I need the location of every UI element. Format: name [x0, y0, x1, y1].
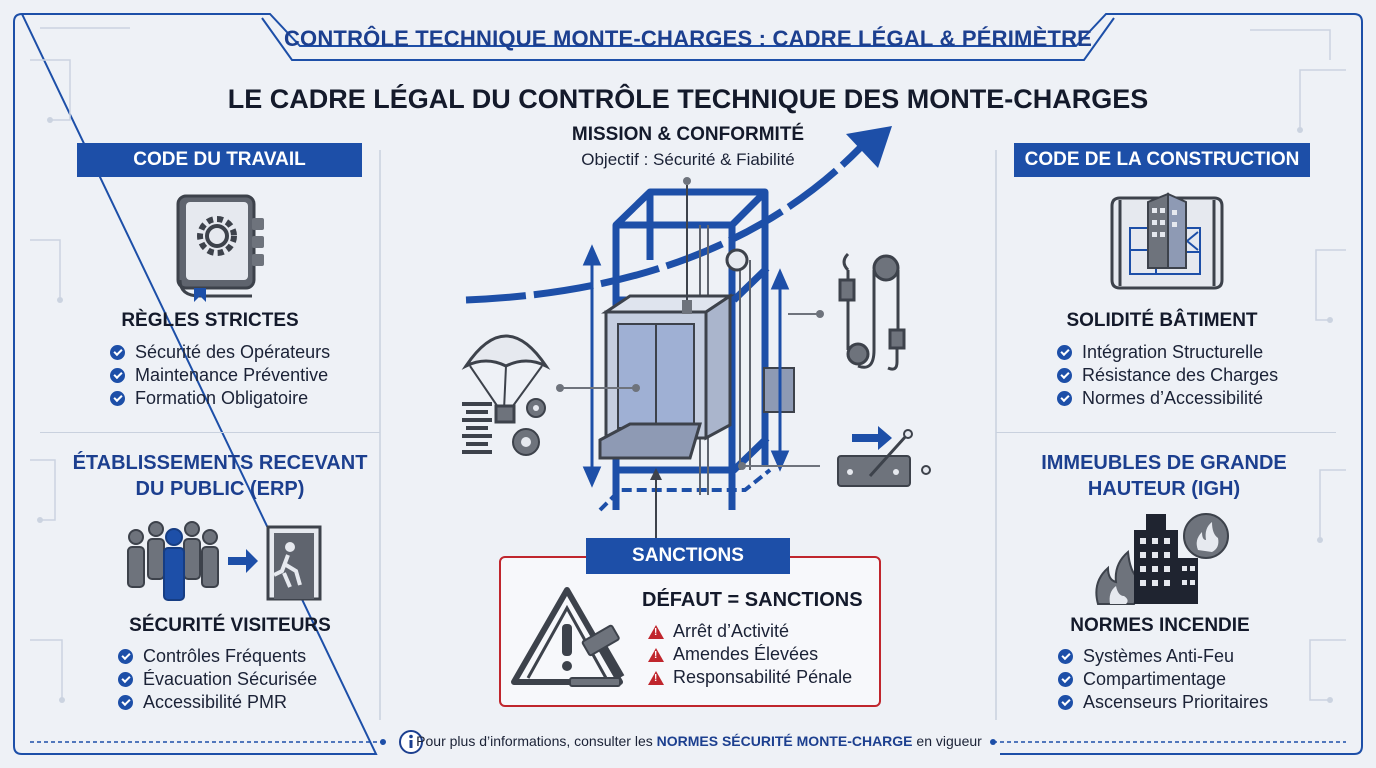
- erp-title: ÉTABLISSEMENTS RECEVANT DU PUBLIC (ERP): [72, 452, 368, 500]
- footer-note: Pour plus d’informations, consulter les …: [416, 733, 982, 749]
- warning-icon: [648, 670, 664, 685]
- code-construction-list: Intégration Structurelle Résistance des …: [1057, 341, 1278, 410]
- check-icon: [118, 649, 133, 664]
- list-item: Normes d’Accessibilité: [1057, 387, 1278, 410]
- list-item: Ascenseurs Prioritaires: [1058, 691, 1268, 714]
- list-item: Maintenance Préventive: [110, 364, 330, 387]
- list-item: Responsabilité Pénale: [648, 666, 852, 689]
- growth-arrow: [465, 145, 863, 304]
- info-icon: [399, 730, 423, 754]
- growth-arrow-head: [846, 126, 892, 168]
- warning-icon: [648, 624, 664, 639]
- check-icon: [118, 672, 133, 687]
- limit-switch-icon: [837, 426, 931, 487]
- mission-subtitle: Objectif : Sécurité & Fiabilité: [581, 150, 795, 169]
- code-travail-label: CODE DU TRAVAIL: [77, 143, 362, 177]
- list-item: Sécurité des Opérateurs: [110, 341, 330, 364]
- list-item: Évacuation Sécurisée: [118, 668, 317, 691]
- igh-heading: NORMES INCENDIE: [1070, 615, 1250, 636]
- mission-title: MISSION & CONFORMITÉ: [571, 124, 805, 145]
- check-icon: [110, 391, 125, 406]
- crowd-exit-icon: [127, 521, 322, 601]
- sanctions-list: Arrêt d’Activité Amendes Élevées Respons…: [648, 620, 852, 689]
- parachute-icon: [461, 334, 551, 424]
- building-blueprint-icon: [1110, 192, 1224, 290]
- list-item: Compartimentage: [1058, 668, 1268, 691]
- manual-gear-icon: [176, 194, 264, 302]
- gear-icon: [512, 398, 546, 456]
- code-construction-heading: SOLIDITÉ BÂTIMENT: [1066, 310, 1258, 331]
- list-item: Contrôles Fréquents: [118, 645, 317, 668]
- code-travail-list: Sécurité des Opérateurs Maintenance Prév…: [110, 341, 330, 410]
- list-item: Arrêt d’Activité: [648, 620, 852, 643]
- list-item: Amendes Élevées: [648, 643, 852, 666]
- check-icon: [1058, 695, 1073, 710]
- check-icon: [1057, 391, 1072, 406]
- check-icon: [1058, 649, 1073, 664]
- erp-list: Contrôles Fréquents Évacuation Sécurisée…: [118, 645, 317, 714]
- list-item: Formation Obligatoire: [110, 387, 330, 410]
- left-divider: [40, 432, 380, 433]
- sanctions-heading: DÉFAUT = SANCTIONS: [642, 589, 863, 611]
- list-item: Intégration Structurelle: [1057, 341, 1278, 364]
- sanctions-label: SANCTIONS: [586, 538, 790, 574]
- banner-title: CONTRÔLE TECHNIQUE MONTE-CHARGES : CADRE…: [283, 26, 1093, 51]
- right-divider: [996, 432, 1336, 433]
- warning-icon: [648, 647, 664, 662]
- igh-list: Systèmes Anti-Feu Compartimentage Ascens…: [1058, 645, 1268, 714]
- check-icon: [118, 695, 133, 710]
- list-item: Systèmes Anti-Feu: [1058, 645, 1268, 668]
- list-item: Résistance des Charges: [1057, 364, 1278, 387]
- warning-gavel-icon: [511, 587, 625, 687]
- check-icon: [1057, 368, 1072, 383]
- check-icon: [110, 368, 125, 383]
- code-construction-label: CODE DE LA CONSTRUCTION: [1014, 143, 1310, 177]
- erp-heading: SÉCURITÉ VISITEURS: [129, 615, 331, 636]
- check-icon: [1057, 345, 1072, 360]
- code-travail-heading: RÈGLES STRICTES: [121, 310, 299, 331]
- footer-link[interactable]: NORMES SÉCURITÉ MONTE-CHARGE: [656, 733, 913, 749]
- check-icon: [110, 345, 125, 360]
- check-icon: [1058, 672, 1073, 687]
- hook-pulley-icon: [838, 252, 906, 371]
- main-title: LE CADRE LÉGAL DU CONTRÔLE TECHNIQUE DES…: [227, 84, 1149, 114]
- tower-fire-icon: [1095, 513, 1229, 605]
- list-item: Accessibilité PMR: [118, 691, 317, 714]
- igh-title: IMMEUBLES DE GRANDE HAUTEUR (IGH): [1041, 452, 1287, 500]
- spring-icon: [462, 402, 492, 454]
